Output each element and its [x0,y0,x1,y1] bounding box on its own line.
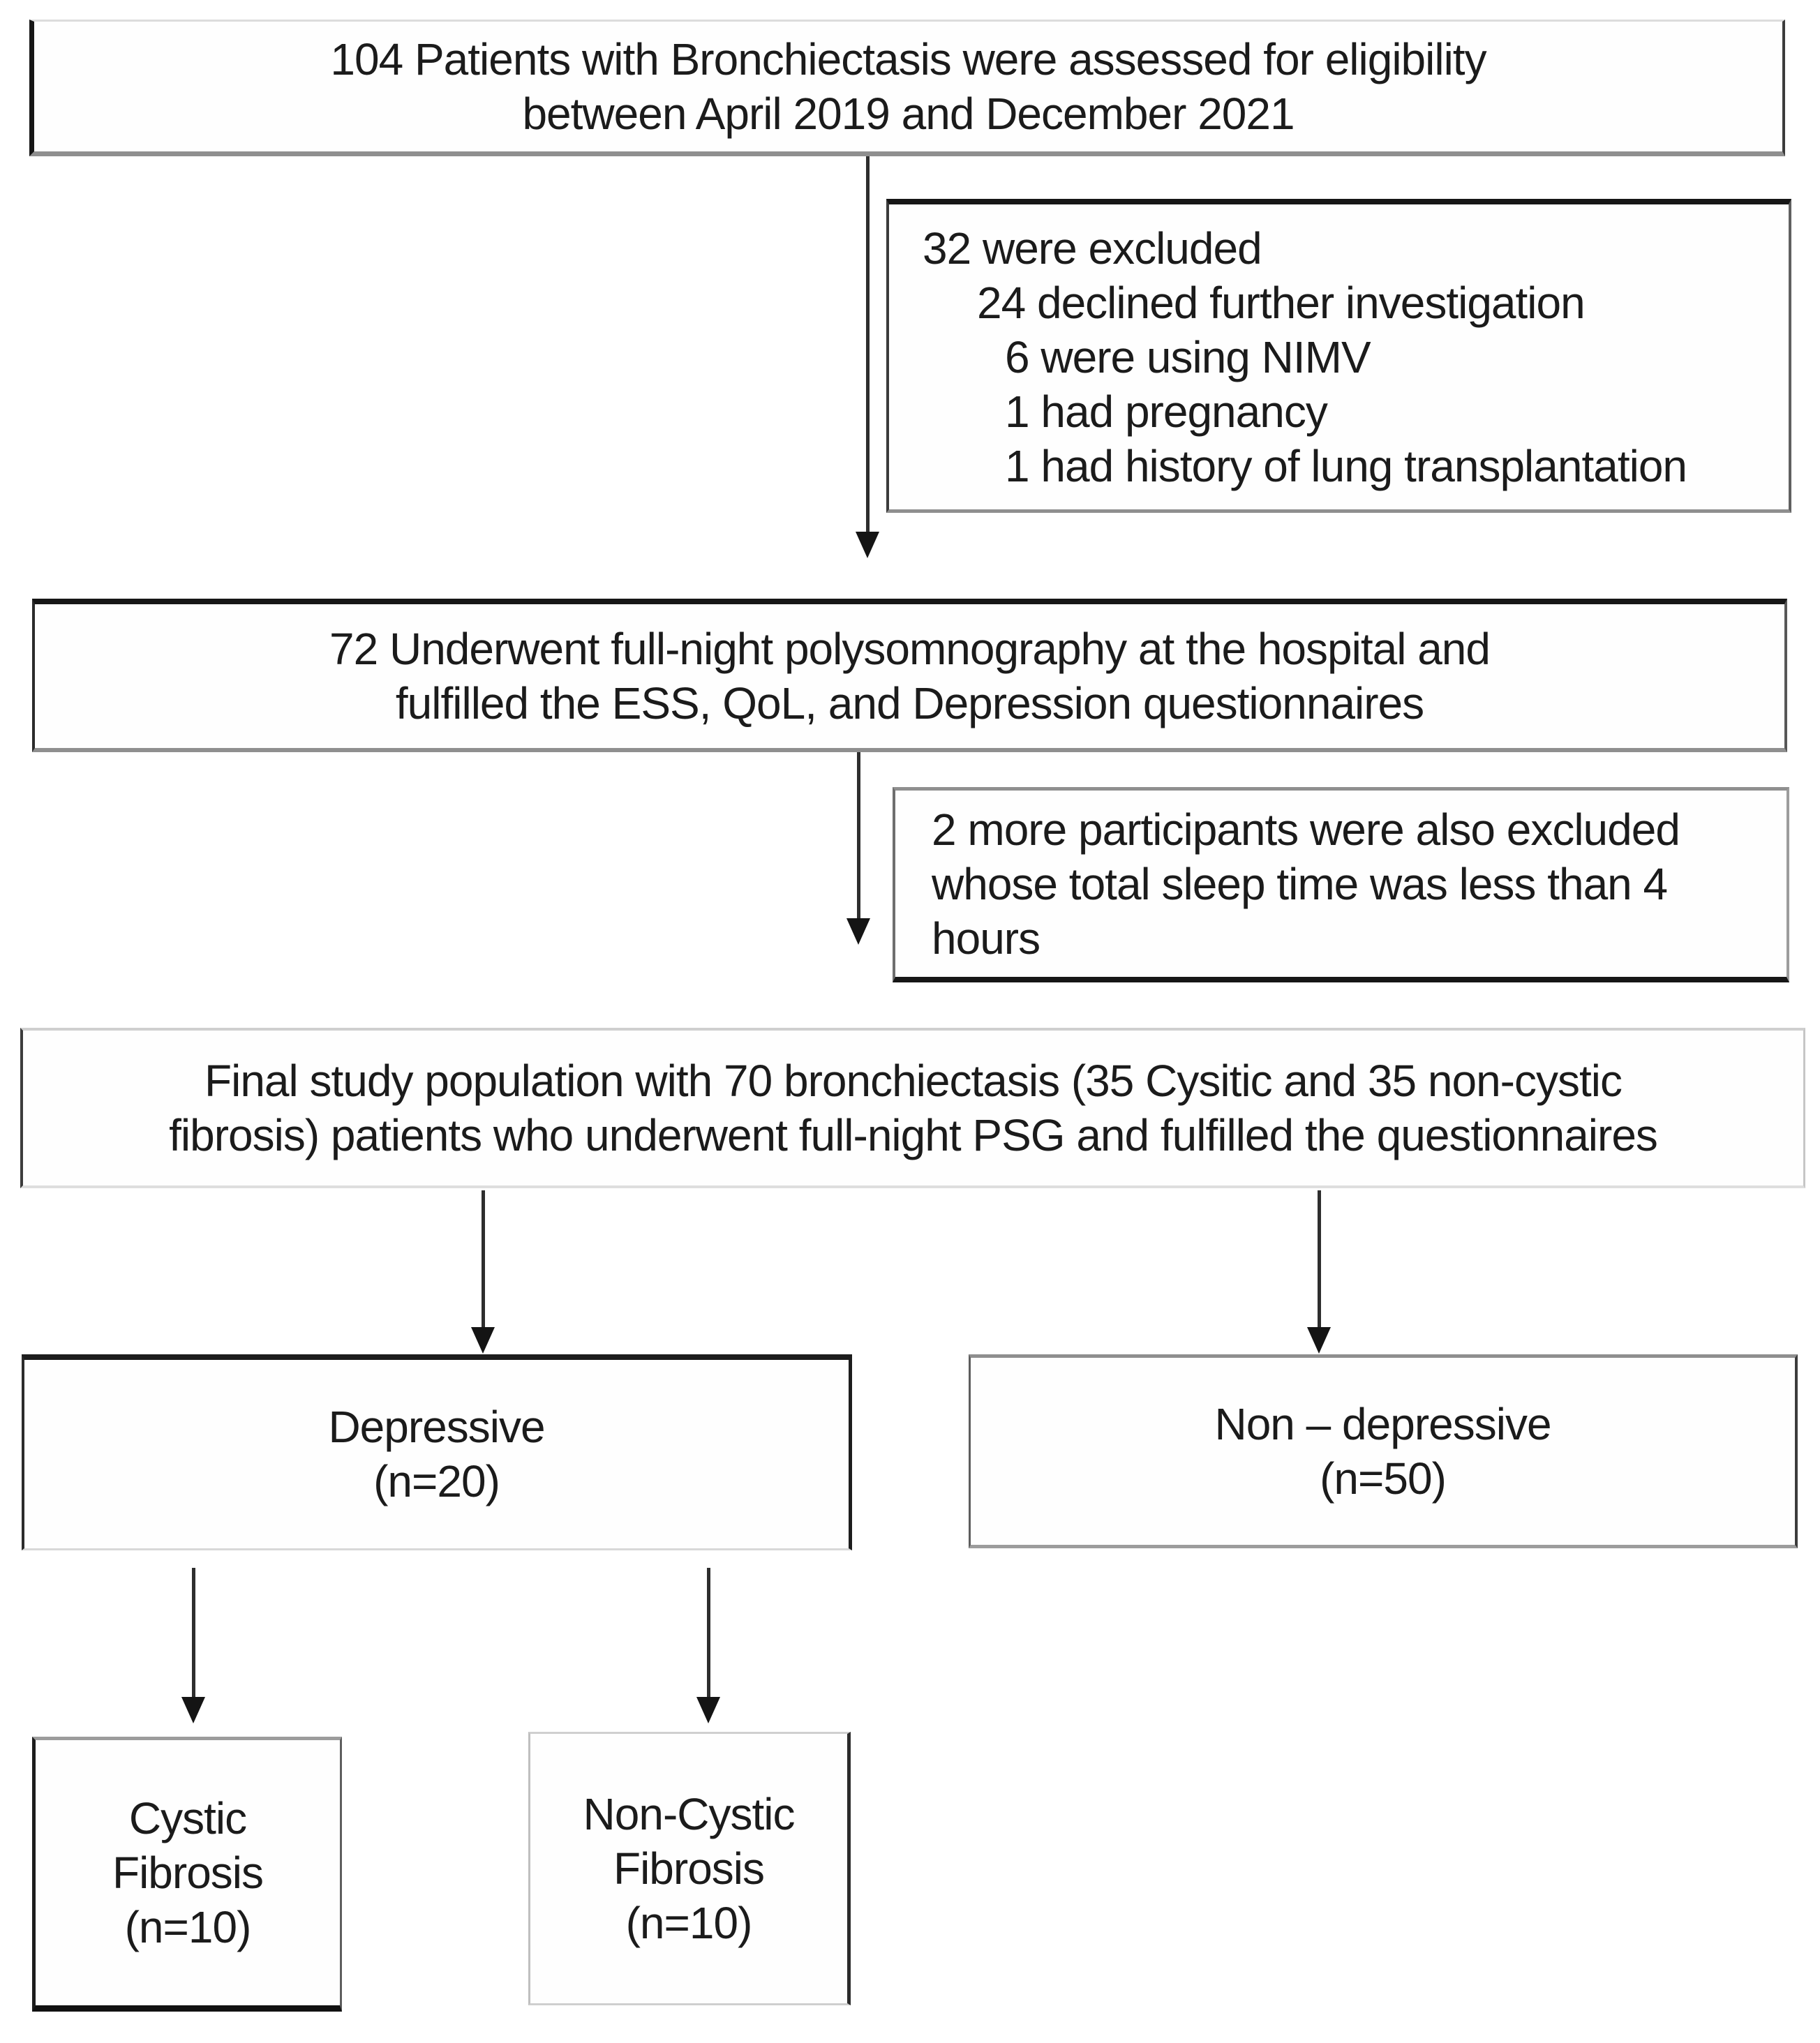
box-polysomnography-line-1: 72 Underwent full-night polysomnography … [329,624,1491,674]
box-non-depressive: Non – depressive (n=50) [969,1354,1798,1548]
box-excluded-sleep-time-line-3: hours [932,913,1040,964]
box-depressive-line-2: (n=20) [373,1456,500,1506]
down-arrowhead-icon [696,1697,720,1723]
connector-depressive-to-cystic [181,1568,206,1723]
down-arrowhead-icon [1307,1327,1331,1354]
arrow-shaft [706,1568,710,1697]
box-non-cystic-fibrosis-line-3: (n=10) [625,1898,753,1948]
down-arrowhead-icon [856,532,879,558]
down-arrowhead-icon [181,1697,205,1723]
box-non-cystic-fibrosis-line-2: Fibrosis [613,1843,765,1894]
box-cystic-fibrosis-line-1: Cystic [128,1793,247,1843]
box-eligibility: 104 Patients with Bronchiectasis were as… [29,20,1785,156]
box-depressive-line-1: Depressive [328,1402,545,1452]
connector-final-to-non-depressive [1306,1190,1332,1354]
arrow-shaft [856,752,860,918]
box-final-population-line-1: Final study population with 70 bronchiec… [204,1056,1623,1106]
box-cystic-fibrosis-line-3: (n=10) [124,1902,252,1952]
box-cystic-fibrosis-line-2: Fibrosis [112,1848,264,1898]
box-polysomnography: 72 Underwent full-night polysomnography … [32,599,1787,752]
arrow-shaft [191,1568,195,1697]
arrow-shaft [1317,1190,1321,1327]
connector-eligibility-to-psg [855,156,880,558]
box-final-population: Final study population with 70 bronchiec… [20,1028,1805,1188]
box-polysomnography-line-2: fulfilled the ESS, QoL, and Depression q… [395,678,1424,728]
box-non-depressive-line-1: Non – depressive [1214,1399,1551,1449]
box-excluded-initial-line-5: 1 had history of lung transplantation [1005,440,1687,491]
box-cystic-fibrosis: Cystic Fibrosis (n=10) [32,1737,342,2012]
arrow-shaft [865,156,870,532]
down-arrowhead-icon [846,918,870,945]
connector-final-to-depressive [470,1190,495,1354]
connector-psg-to-final [846,752,871,945]
box-excluded-sleep-time: 2 more participants were also excluded w… [893,787,1789,982]
box-eligibility-line-1: 104 Patients with Bronchiectasis were as… [330,34,1486,84]
box-excluded-initial-line-3: 6 were using NIMV [1005,331,1371,382]
arrow-shaft [481,1190,485,1327]
down-arrowhead-icon [471,1327,495,1354]
box-non-cystic-fibrosis-line-1: Non-Cystic [583,1789,796,1839]
box-excluded-initial-line-1: 32 were excluded [923,223,1262,274]
box-excluded-initial-line-2: 24 declined further investigation [977,277,1586,328]
box-excluded-initial: 32 were excluded 24 declined further inv… [886,199,1791,513]
box-excluded-initial-line-4: 1 had pregnancy [1005,386,1328,437]
box-eligibility-line-2: between April 2019 and December 2021 [522,89,1295,139]
box-excluded-sleep-time-line-1: 2 more participants were also excluded [932,804,1680,855]
box-excluded-sleep-time-line-2: whose total sleep time was less than 4 [932,858,1668,909]
box-final-population-line-2: fibrosis) patients who underwent full-ni… [169,1110,1658,1160]
box-non-cystic-fibrosis: Non-Cystic Fibrosis (n=10) [528,1732,851,2005]
box-depressive: Depressive (n=20) [22,1354,852,1550]
connector-depressive-to-non-cystic [696,1568,721,1723]
box-non-depressive-line-2: (n=50) [1320,1453,1447,1504]
